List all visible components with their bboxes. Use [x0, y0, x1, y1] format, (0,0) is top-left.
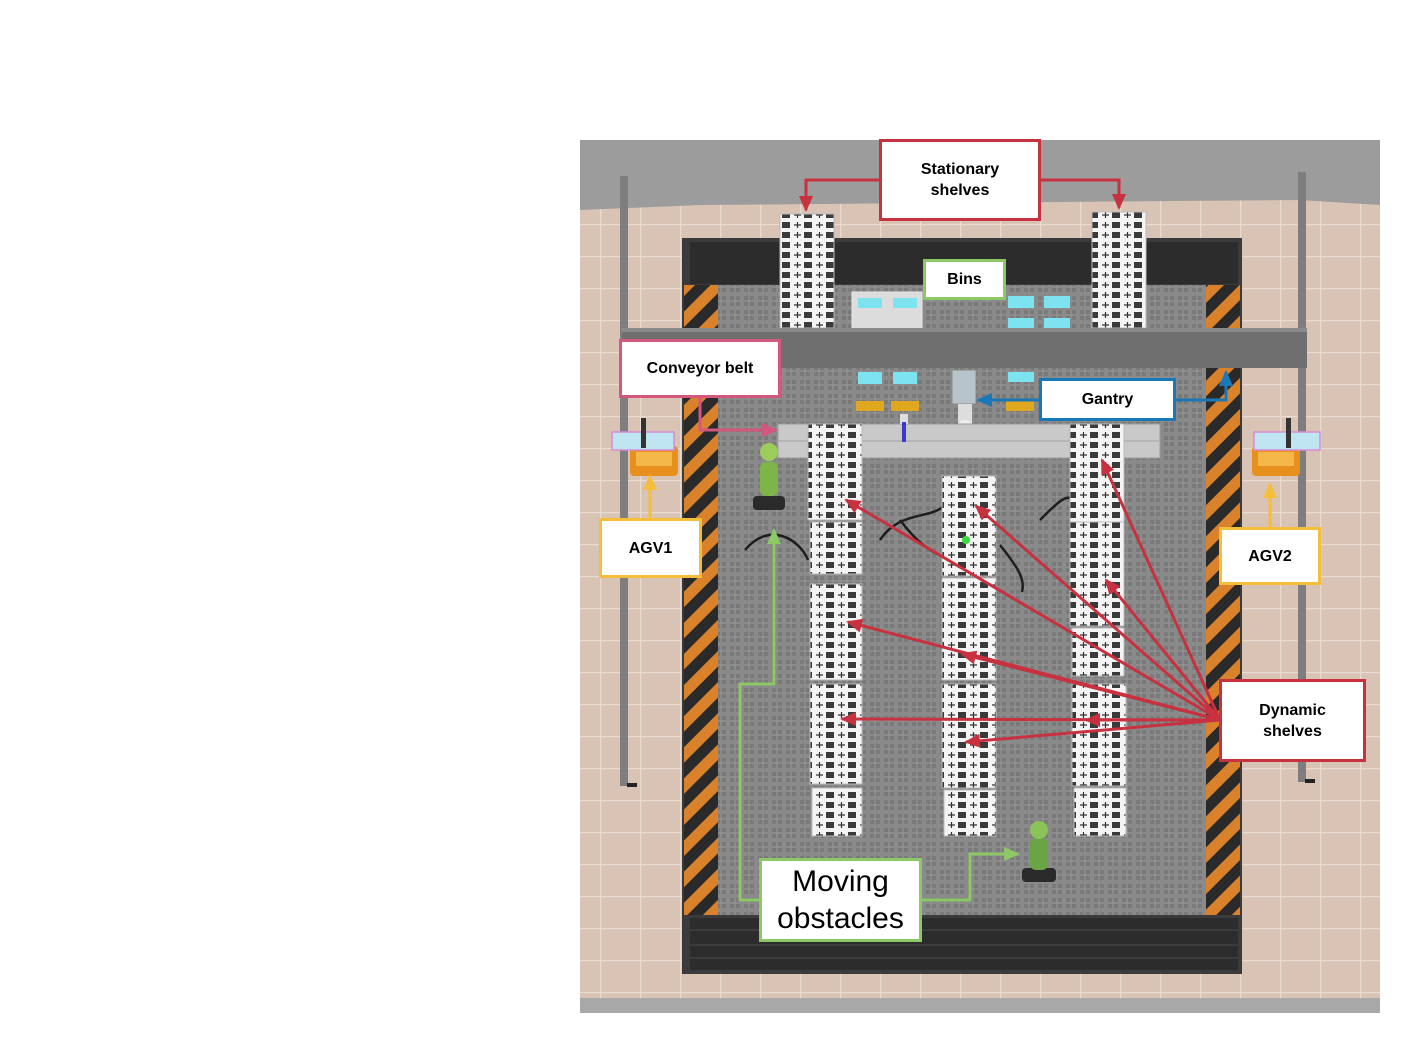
agv1-label: AGV1: [599, 518, 702, 578]
agv1-text: AGV1: [628, 539, 673, 557]
corner-poles: [620, 172, 1315, 787]
agv1: [611, 418, 678, 476]
dynamic-shelves: [807, 423, 1127, 837]
agv-arrows: [643, 474, 1277, 530]
moving-obstacles-arrows: [738, 528, 1020, 902]
stationary-shelves-text: Stationary shelves: [920, 161, 1000, 199]
gantry-arrows: [976, 370, 1233, 407]
bins-text: Bins: [947, 271, 982, 288]
stationary-shelf-right: [1091, 211, 1147, 329]
agv2-text: AGV2: [1248, 547, 1292, 565]
agv2-label: AGV2: [1219, 527, 1321, 585]
moving-obstacle-1: [753, 443, 785, 510]
conveyor-belt-arrow: [698, 396, 778, 437]
stationary-shelves-label: Stationary shelves: [879, 139, 1041, 221]
gantry-label: Gantry: [1039, 378, 1176, 421]
moving-obstacles-label: Moving obstacles: [759, 858, 922, 942]
bins-label: Bins: [923, 259, 1006, 300]
stationary-shelves-arrows: [799, 178, 1126, 212]
moving-obstacle-2: [1022, 821, 1056, 882]
moving-obstacles-text: Moving obstacles: [777, 865, 904, 935]
conveyor-belt-text: Conveyor belt: [646, 360, 754, 377]
stationary-shelf-left: [779, 213, 835, 329]
dynamic-shelves-text: Dynamic shelves: [1259, 701, 1326, 740]
dynamic-shelves-arrows: [840, 458, 1222, 748]
conveyor-belt-label: Conveyor belt: [619, 339, 781, 398]
dynamic-shelves-label: Dynamic shelves: [1219, 679, 1366, 762]
gantry-text: Gantry: [1081, 391, 1134, 408]
agv2: [1252, 418, 1321, 476]
